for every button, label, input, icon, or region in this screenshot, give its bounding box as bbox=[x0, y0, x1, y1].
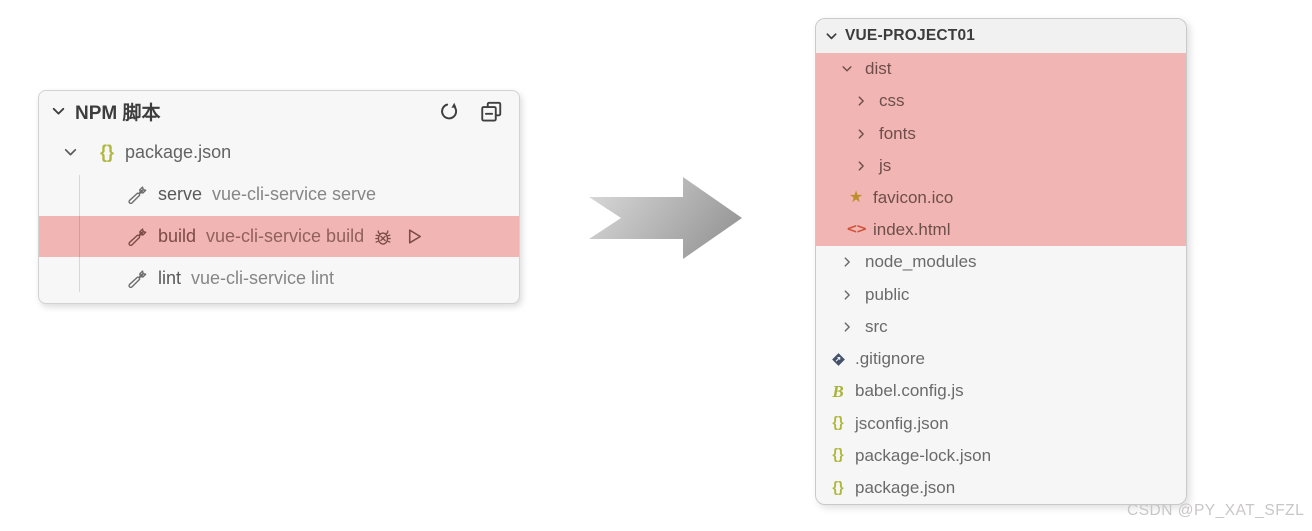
tree-item-css[interactable]: css bbox=[816, 85, 1186, 118]
tree-item-jsconfig[interactable]: {} jsconfig.json bbox=[816, 407, 1186, 439]
tree-item-js[interactable]: js bbox=[816, 149, 1186, 182]
tree-item-package-json[interactable]: {} package.json bbox=[816, 472, 1186, 504]
tree-item-fonts[interactable]: fonts bbox=[816, 117, 1186, 150]
tree-item-label: public bbox=[865, 284, 910, 304]
chevron-right-icon[interactable] bbox=[838, 256, 856, 268]
script-name: build bbox=[158, 226, 197, 246]
chevron-down-icon[interactable] bbox=[51, 104, 66, 119]
star-icon: ★ bbox=[848, 188, 864, 206]
tree-item-babel-config[interactable]: B babel.config.js bbox=[816, 375, 1186, 407]
chevron-right-icon[interactable] bbox=[852, 128, 870, 140]
script-row-actions bbox=[372, 226, 438, 248]
watermark: CSDN @PY_XAT_SFZL bbox=[1127, 502, 1305, 519]
tree-item-label: package.json bbox=[855, 477, 956, 497]
tree-item-label: favicon.ico bbox=[873, 187, 954, 207]
transition-arrow bbox=[589, 177, 742, 259]
tree-item-label: .gitignore bbox=[855, 349, 925, 369]
tree-item-label: dist bbox=[865, 59, 892, 79]
script-command: vue-cli-service build bbox=[206, 226, 365, 246]
chevron-right-icon[interactable] bbox=[852, 160, 870, 172]
script-name: lint bbox=[158, 268, 182, 288]
tree-item-label: src bbox=[865, 316, 888, 336]
tree-item-gitignore[interactable]: .gitignore bbox=[816, 343, 1186, 375]
tree-item-package-json[interactable]: {} package.json bbox=[39, 131, 519, 173]
wrench-icon bbox=[127, 185, 147, 205]
tree-item-src[interactable]: src bbox=[816, 311, 1186, 343]
npm-panel-actions bbox=[437, 99, 504, 124]
chevron-right-icon[interactable] bbox=[852, 95, 870, 107]
json-braces-icon: {} bbox=[832, 479, 844, 496]
refresh-icon[interactable] bbox=[437, 99, 462, 124]
tree-item-node-modules[interactable]: node_modules bbox=[816, 246, 1186, 278]
chevron-right-icon[interactable] bbox=[838, 289, 856, 301]
script-row-lint[interactable]: lint vue-cli-service lint bbox=[39, 257, 519, 300]
tree-item-label: node_modules bbox=[865, 252, 977, 272]
explorer-title: VUE-PROJECT01 bbox=[845, 27, 976, 44]
html-code-icon: <> bbox=[846, 221, 867, 238]
script-row-build[interactable]: build vue-cli-service build bbox=[39, 216, 519, 257]
run-icon[interactable] bbox=[403, 226, 424, 247]
script-command: vue-cli-service serve bbox=[212, 184, 377, 204]
chevron-down-icon[interactable] bbox=[63, 145, 78, 160]
script-command: vue-cli-service lint bbox=[191, 268, 335, 288]
tree-item-dist[interactable]: dist bbox=[816, 53, 1186, 86]
tree-item-label: index.html bbox=[873, 220, 951, 240]
json-braces-icon: {} bbox=[832, 415, 844, 432]
collapse-all-icon[interactable] bbox=[479, 99, 504, 124]
tree-item-label: fonts bbox=[879, 123, 916, 143]
debug-icon[interactable] bbox=[372, 226, 394, 248]
chevron-down-icon[interactable] bbox=[838, 63, 856, 75]
git-icon bbox=[829, 352, 847, 367]
chevron-right-icon[interactable] bbox=[838, 321, 856, 333]
script-row-serve[interactable]: serve vue-cli-service serve bbox=[39, 173, 519, 216]
tree-item-package-lock[interactable]: {} package-lock.json bbox=[816, 440, 1186, 472]
wrench-icon bbox=[127, 227, 147, 247]
tree-item-index-html[interactable]: <> index.html bbox=[816, 214, 1186, 247]
tree-item-label: package-lock.json bbox=[855, 445, 992, 465]
npm-scripts-panel: NPM 脚本 {} package.json bbox=[38, 90, 520, 304]
tree-item-label: js bbox=[879, 155, 892, 175]
json-braces-icon: {} bbox=[832, 447, 844, 464]
tree-item-label: babel.config.js bbox=[855, 381, 964, 401]
tree-item-label: css bbox=[879, 91, 905, 111]
babel-icon: B bbox=[832, 381, 844, 401]
npm-script-list: serve vue-cli-service serve build vue-cl… bbox=[39, 173, 519, 300]
file-tree: dist css fonts js ★ favicon.ico <> bbox=[816, 53, 1186, 504]
package-file-label: package.json bbox=[125, 141, 232, 162]
script-name: serve bbox=[158, 184, 203, 204]
chevron-down-icon[interactable] bbox=[825, 30, 838, 43]
explorer-panel: VUE-PROJECT01 dist css fonts js bbox=[815, 18, 1187, 505]
npm-panel-title: NPM 脚本 bbox=[75, 102, 161, 124]
explorer-header[interactable]: VUE-PROJECT01 bbox=[816, 19, 1186, 53]
npm-panel-header: NPM 脚本 bbox=[39, 91, 519, 131]
tree-item-label: jsconfig.json bbox=[855, 413, 949, 433]
tree-item-favicon[interactable]: ★ favicon.ico bbox=[816, 181, 1186, 215]
json-braces-icon: {} bbox=[100, 142, 115, 162]
tree-item-public[interactable]: public bbox=[816, 279, 1186, 311]
wrench-icon bbox=[127, 269, 147, 289]
